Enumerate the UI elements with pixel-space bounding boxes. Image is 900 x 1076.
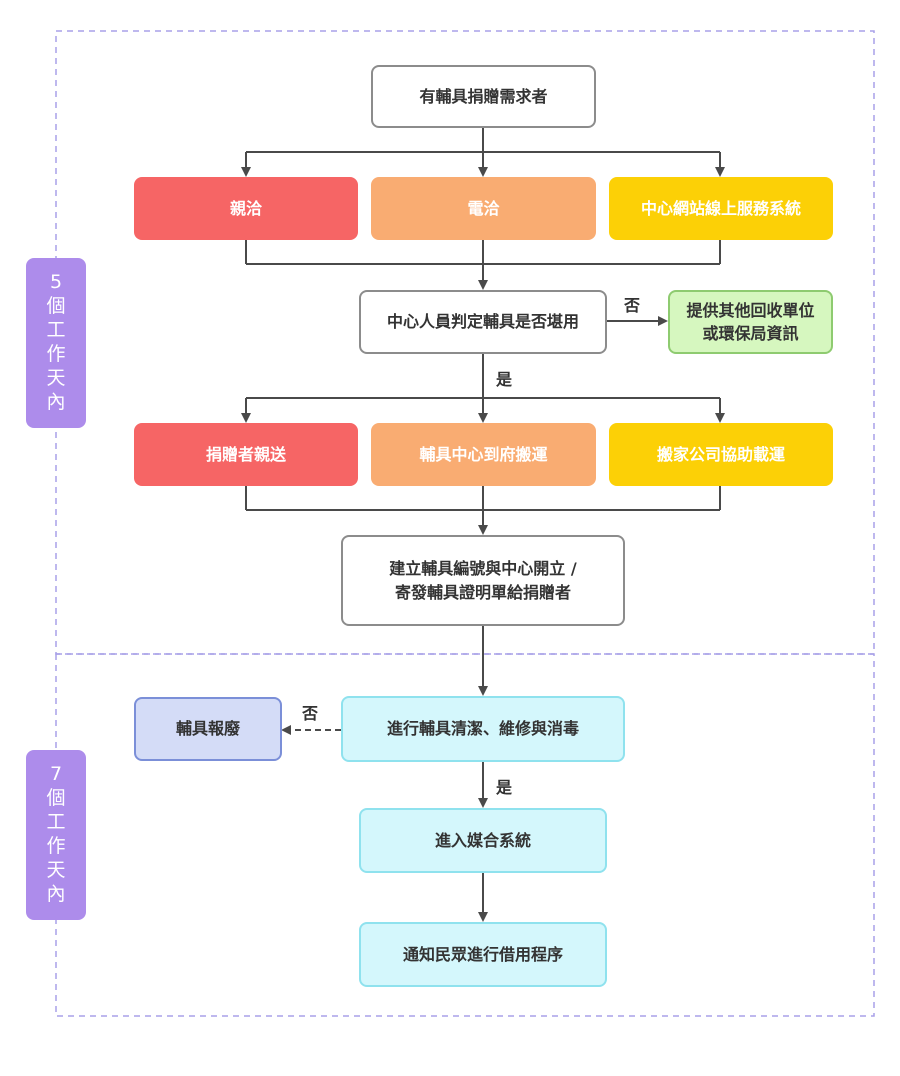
phase-tag-5-days-label: 5個工作天內 xyxy=(46,271,66,413)
node-self-delivery: 捐贈者親送 xyxy=(134,423,358,486)
node-alternative-line2: 或環保局資訊 xyxy=(702,324,799,343)
edge-label-yes-2: 是 xyxy=(496,778,513,797)
edge-label-no-2: 否 xyxy=(302,704,319,723)
node-in-person: 親洽 xyxy=(134,177,358,240)
node-scrap-label: 輔具報廢 xyxy=(175,719,240,739)
node-phone-label: 電洽 xyxy=(467,198,500,218)
node-assess: 中心人員判定輔具是否堪用 xyxy=(359,290,607,354)
phase-tag-7-days: 7個工作天內 xyxy=(26,750,86,920)
node-requester: 有輔具捐贈需求者 xyxy=(371,65,596,128)
node-online-label: 中心網站線上服務系統 xyxy=(640,198,801,218)
node-matching-label: 進入媒合系統 xyxy=(434,830,531,850)
edge-label-no-1: 否 xyxy=(624,296,641,315)
node-mover-help-label: 搬家公司協助載運 xyxy=(656,444,785,464)
node-register-line1: 建立輔具編號與中心開立 / xyxy=(389,559,577,579)
node-scrap: 輔具報廢 xyxy=(134,697,282,761)
phase-tag-5-days: 5個工作天內 xyxy=(26,258,86,428)
node-alternative-line1: 提供其他回收單位 xyxy=(686,300,815,320)
phase-tag-7-days-label: 7個工作天內 xyxy=(46,763,66,905)
node-clean: 進行輔具清潔、維修與消毒 xyxy=(341,696,625,762)
node-clean-label: 進行輔具清潔、維修與消毒 xyxy=(386,719,579,739)
node-assess-label: 中心人員判定輔具是否堪用 xyxy=(386,312,579,332)
node-alternative: 提供其他回收單位 或環保局資訊 xyxy=(668,290,833,354)
node-phone: 電洽 xyxy=(371,177,596,240)
node-notify: 通知民眾進行借用程序 xyxy=(359,922,607,987)
node-online: 中心網站線上服務系統 xyxy=(609,177,833,240)
node-matching: 進入媒合系統 xyxy=(359,808,607,873)
node-requester-label: 有輔具捐贈需求者 xyxy=(419,86,548,106)
node-register: 建立輔具編號與中心開立 / 寄發輔具證明單給捐贈者 xyxy=(341,535,625,626)
node-register-line2: 寄發輔具證明單給捐贈者 xyxy=(394,582,571,602)
node-center-pickup: 輔具中心到府搬運 xyxy=(371,423,596,486)
node-center-pickup-label: 輔具中心到府搬運 xyxy=(419,444,548,464)
node-in-person-label: 親洽 xyxy=(229,198,262,218)
edge-label-yes-1: 是 xyxy=(496,370,513,389)
node-mover-help: 搬家公司協助載運 xyxy=(609,423,833,486)
node-self-delivery-label: 捐贈者親送 xyxy=(205,444,286,464)
node-notify-label: 通知民眾進行借用程序 xyxy=(402,944,563,964)
